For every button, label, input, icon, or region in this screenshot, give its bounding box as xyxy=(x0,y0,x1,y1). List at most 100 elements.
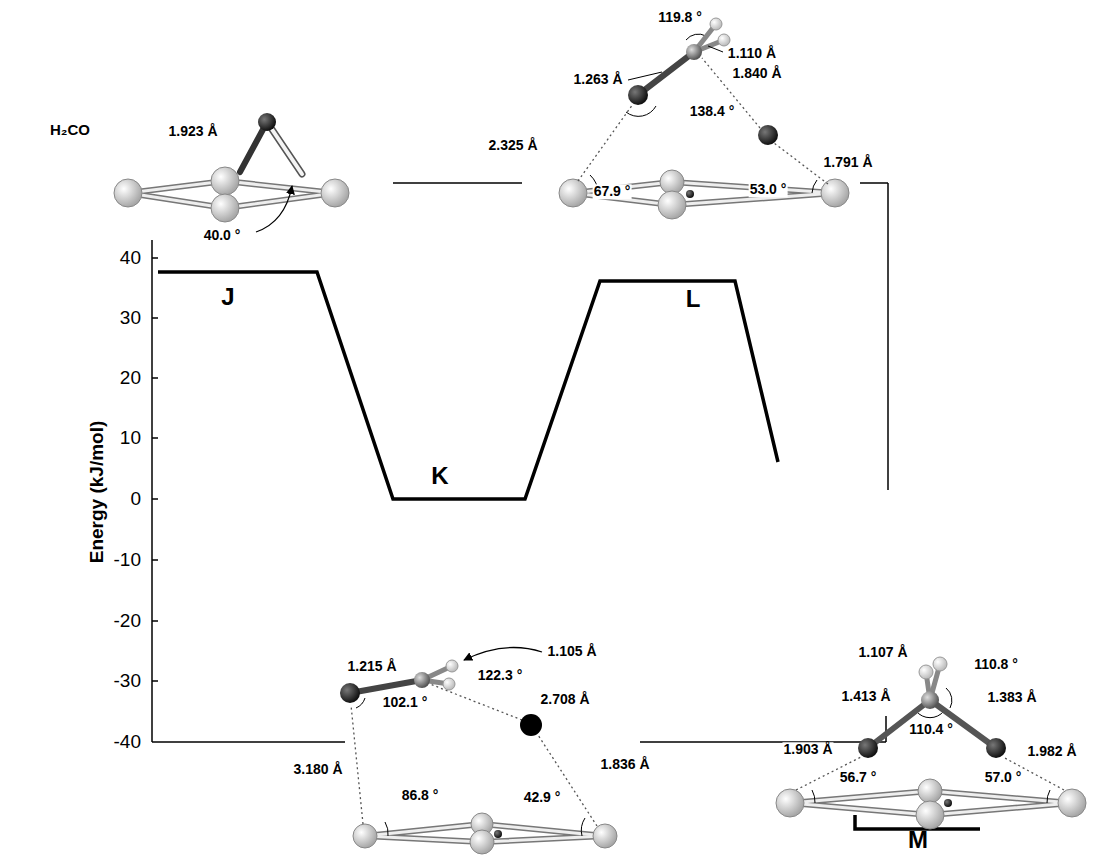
bond-length: 1.923 Å xyxy=(167,124,218,139)
bond-length: 1.903 Å xyxy=(782,742,833,757)
molecule-model-m-part-part xyxy=(790,803,930,815)
bond-angle: 67.9 ° xyxy=(593,184,632,199)
bond-angle: 138.4 ° xyxy=(689,104,736,119)
molecule-model-m-part xyxy=(986,738,1006,758)
molecule-model-m-part-part xyxy=(790,791,930,803)
molecule-model-l-part xyxy=(660,170,684,194)
molecule-model-k-part-part xyxy=(385,822,388,836)
molecule-model-m-part xyxy=(919,665,933,679)
molecule-model-k-part xyxy=(593,824,617,848)
molecule-model-l-part-part xyxy=(774,143,828,184)
axis-tick-label: 0 xyxy=(129,489,142,510)
chart-frame xyxy=(152,183,888,742)
bond-angle: 119.8 ° xyxy=(657,10,703,25)
molecule-model-j-part-part xyxy=(225,193,335,208)
bond-angle: 86.8 ° xyxy=(401,788,440,803)
molecule-model-k-part xyxy=(351,684,597,826)
molecule-model-m-part xyxy=(1058,789,1086,817)
bond-length: 3.180 Å xyxy=(292,762,343,777)
chart-frame-part xyxy=(152,317,158,319)
chart-frame-part xyxy=(152,680,158,682)
molecule-model-j-part xyxy=(267,122,302,174)
state-label: L xyxy=(685,286,702,312)
bond-angle: 110.4 ° xyxy=(908,722,954,737)
molecule-model-m-part xyxy=(933,657,947,671)
chart-frame-part xyxy=(393,182,522,184)
bond-angle: 110.8 ° xyxy=(973,657,1019,672)
chart-frame-part xyxy=(152,437,158,439)
state-label: M xyxy=(907,827,929,853)
molecule-model-j-part xyxy=(258,113,276,131)
bond-angle: 56.7 ° xyxy=(839,770,878,785)
chart-frame-part xyxy=(860,182,888,184)
molecule-model-l-part xyxy=(638,52,694,95)
axis-title: Energy (kJ/mol) xyxy=(87,420,108,565)
chart-frame-part xyxy=(640,741,886,743)
bond-length: 1.107 Å xyxy=(857,645,908,660)
chart-frame-part xyxy=(152,741,345,743)
axis-tick-label: 20 xyxy=(119,368,142,389)
molecule-model-l-part xyxy=(573,182,835,205)
bond-angle: 122.3 ° xyxy=(477,668,524,683)
molecule-model-j-part-part xyxy=(128,181,225,193)
molecule-model-m xyxy=(776,657,1086,829)
molecule-model-k-part-part xyxy=(365,836,482,842)
molecule-model-m-part-part xyxy=(1047,790,1050,803)
molecule-model-m-part xyxy=(812,688,1050,803)
molecule-model-l xyxy=(559,18,849,219)
bond-angle: 53.0 ° xyxy=(749,182,788,197)
molecule-model-l-part-part xyxy=(812,180,817,193)
molecule-model-k-part xyxy=(470,830,494,854)
molecule-label: H₂CO xyxy=(49,122,91,139)
molecule-model-j-part-part xyxy=(128,193,225,208)
molecule-model-k-part xyxy=(340,683,360,703)
molecule-model-m-part xyxy=(858,738,878,758)
molecule-model-k-part xyxy=(353,824,377,848)
molecule-model-j xyxy=(114,113,349,232)
bond-length: 2.708 Å xyxy=(539,692,590,707)
molecule-model-j-part-part xyxy=(225,193,335,208)
molecule-model-l-part xyxy=(821,179,849,207)
chart-frame-part xyxy=(152,498,158,500)
molecule-model-l-part-part xyxy=(626,106,656,116)
molecule-model-m-part xyxy=(921,691,939,709)
bond-length: 1.840 Å xyxy=(731,66,782,81)
bond-length: 1.982 Å xyxy=(1026,744,1077,759)
molecule-model-k-part-part xyxy=(365,836,482,842)
molecule-model-m-part xyxy=(944,799,952,807)
bond-length: 1.110 Å xyxy=(727,46,777,61)
axis-tick-label: -20 xyxy=(113,611,142,632)
molecule-model-j-part-part xyxy=(225,181,335,193)
chart-frame-part xyxy=(152,257,158,259)
molecule-model-l-part xyxy=(718,34,730,46)
bond-angle: 42.9 ° xyxy=(523,790,562,805)
bond-length: 1.791 Å xyxy=(822,155,873,170)
axis-tick-label: 10 xyxy=(119,428,142,449)
molecule-model-j-part-part xyxy=(225,181,335,193)
molecule-model-m-part xyxy=(918,779,942,803)
molecule-model-l-part xyxy=(686,44,702,60)
bond-length: 1.215 Å xyxy=(346,659,397,674)
molecule-model-m-part xyxy=(796,757,1064,790)
molecule-model-k-part-part xyxy=(538,735,597,826)
chart-frame-part xyxy=(152,559,158,561)
molecule-model-j-part xyxy=(114,179,142,207)
bond-length: 1.263 Å xyxy=(572,72,623,87)
molecule-model-k-part xyxy=(356,698,585,836)
molecule-model-k-part-part xyxy=(365,824,482,836)
molecule-model-l-part xyxy=(686,190,694,198)
molecule-model-k-part-part xyxy=(430,684,522,720)
molecule-model-j-part xyxy=(256,186,292,232)
molecule-model-k-part xyxy=(443,678,455,690)
bond-length: 1.836 Å xyxy=(599,757,650,772)
energy-profile-part xyxy=(158,272,778,499)
molecule-model-m-part-part xyxy=(790,803,930,815)
molecule-model-k-part xyxy=(520,714,542,736)
molecule-model-k-part xyxy=(494,830,502,838)
molecule-model-l-part-part xyxy=(578,104,633,181)
molecule-model-m-part-part xyxy=(812,790,815,803)
molecule-model-k-part xyxy=(464,648,542,661)
molecule-model-l-part xyxy=(590,34,817,193)
molecule-model-j-part xyxy=(211,194,239,222)
